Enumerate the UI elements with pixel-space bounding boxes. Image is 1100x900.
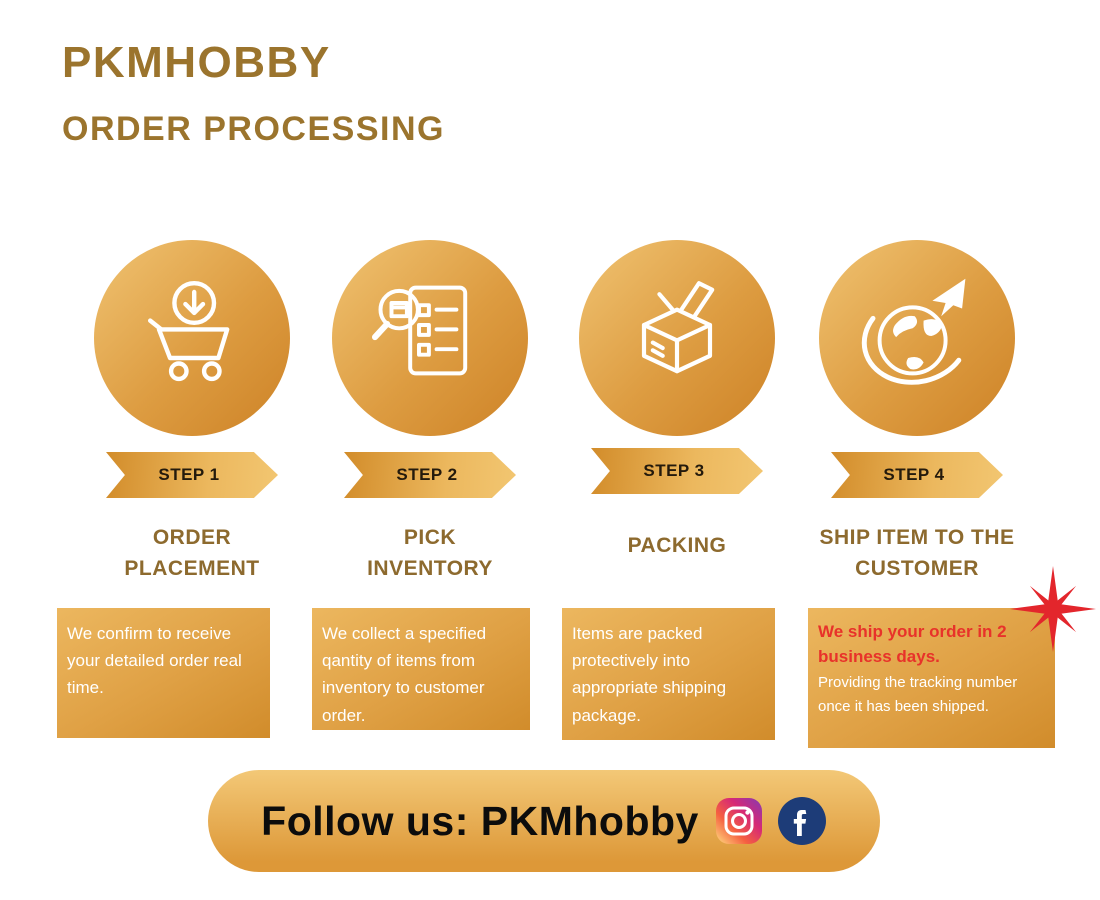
step3-description-box: Items are packed protectively into appro…: [562, 608, 775, 740]
step4-description: Providing the tracking number once it ha…: [818, 674, 1018, 715]
shipping-time-highlight: We ship your order in 2 business days.: [818, 622, 1007, 666]
cart-download-icon: [126, 270, 258, 407]
step1-circle: [94, 240, 290, 436]
step3-title: PACKING: [627, 534, 727, 557]
step1-description: We confirm to receive your detailed orde…: [67, 624, 242, 698]
step1-description-box: We confirm to receive your detailed orde…: [57, 608, 270, 738]
step1-banner: STEP 1: [106, 452, 278, 498]
step4-description-box: We ship your order in 2 business days. P…: [808, 608, 1055, 748]
global-shipping-icon: [851, 270, 983, 407]
packing-box-icon: [611, 270, 743, 407]
step4-banner: STEP 4: [831, 452, 1003, 498]
facebook-icon[interactable]: [777, 796, 827, 846]
instagram-icon[interactable]: [715, 797, 763, 845]
step3-label: STEP 3: [643, 461, 705, 480]
page-title: ORDER PROCESSING: [62, 110, 445, 148]
step4-label: STEP 4: [883, 465, 945, 484]
step4-circle: [819, 240, 1015, 436]
step3-circle: [579, 240, 775, 436]
step4-title: SHIP ITEM TO THE CUSTOMER: [819, 526, 1015, 581]
step2-title: PICK INVENTORY: [367, 526, 493, 581]
step3-description: Items are packed protectively into appro…: [572, 624, 727, 725]
step2-label: STEP 2: [396, 465, 458, 484]
step2-banner: STEP 2: [344, 452, 516, 498]
step1-label: STEP 1: [158, 465, 220, 484]
social-icons: [715, 796, 827, 846]
follow-us-banner: Follow us: PKMhobby: [208, 770, 880, 872]
follow-us-text: Follow us: PKMhobby: [261, 797, 699, 844]
step2-circle: [332, 240, 528, 436]
step3-banner: STEP 3: [591, 448, 763, 494]
step2-description-box: We collect a specified qantity of items …: [312, 608, 530, 730]
step2-description: We collect a specified qantity of items …: [322, 624, 487, 725]
brand-title: PKMHOBBY: [62, 38, 331, 87]
step1-title: ORDER PLACEMENT: [124, 526, 260, 581]
inventory-checklist-icon: [364, 270, 496, 407]
